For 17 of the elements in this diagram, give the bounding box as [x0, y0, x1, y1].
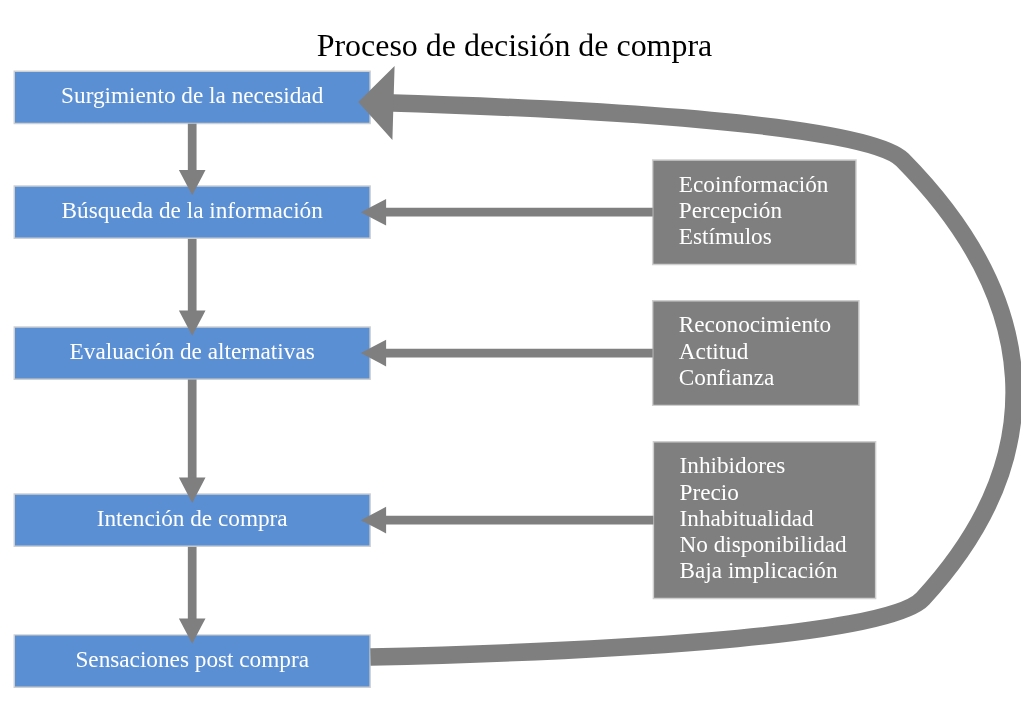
- node-box: Ecoinformación Percepción Estímulos: [651, 158, 857, 265]
- node-box: Surgimiento de la necesidad: [13, 70, 371, 124]
- arrow: [360, 506, 654, 533]
- node-box: Intención de compra: [13, 492, 371, 547]
- node-box: Evaluación de alternativas: [13, 325, 371, 380]
- node-box: Búsqueda de la información: [13, 184, 371, 239]
- arrow: [360, 339, 653, 366]
- diagram-title: Proceso de decisión de compra: [316, 27, 713, 63]
- arrow: [178, 546, 206, 644]
- node-box: Reconocimiento Actitud Confianza: [651, 299, 860, 406]
- arrow: [178, 238, 206, 336]
- node-box: Sensaciones post compra: [13, 633, 371, 688]
- node-box: Inhibidores Precio Inhabitualidad No disponibilidad Baja implicación: [652, 440, 877, 599]
- arrow: [358, 65, 1021, 666]
- arrow: [360, 198, 653, 225]
- arrow: [178, 123, 206, 195]
- arrow: [178, 378, 206, 503]
